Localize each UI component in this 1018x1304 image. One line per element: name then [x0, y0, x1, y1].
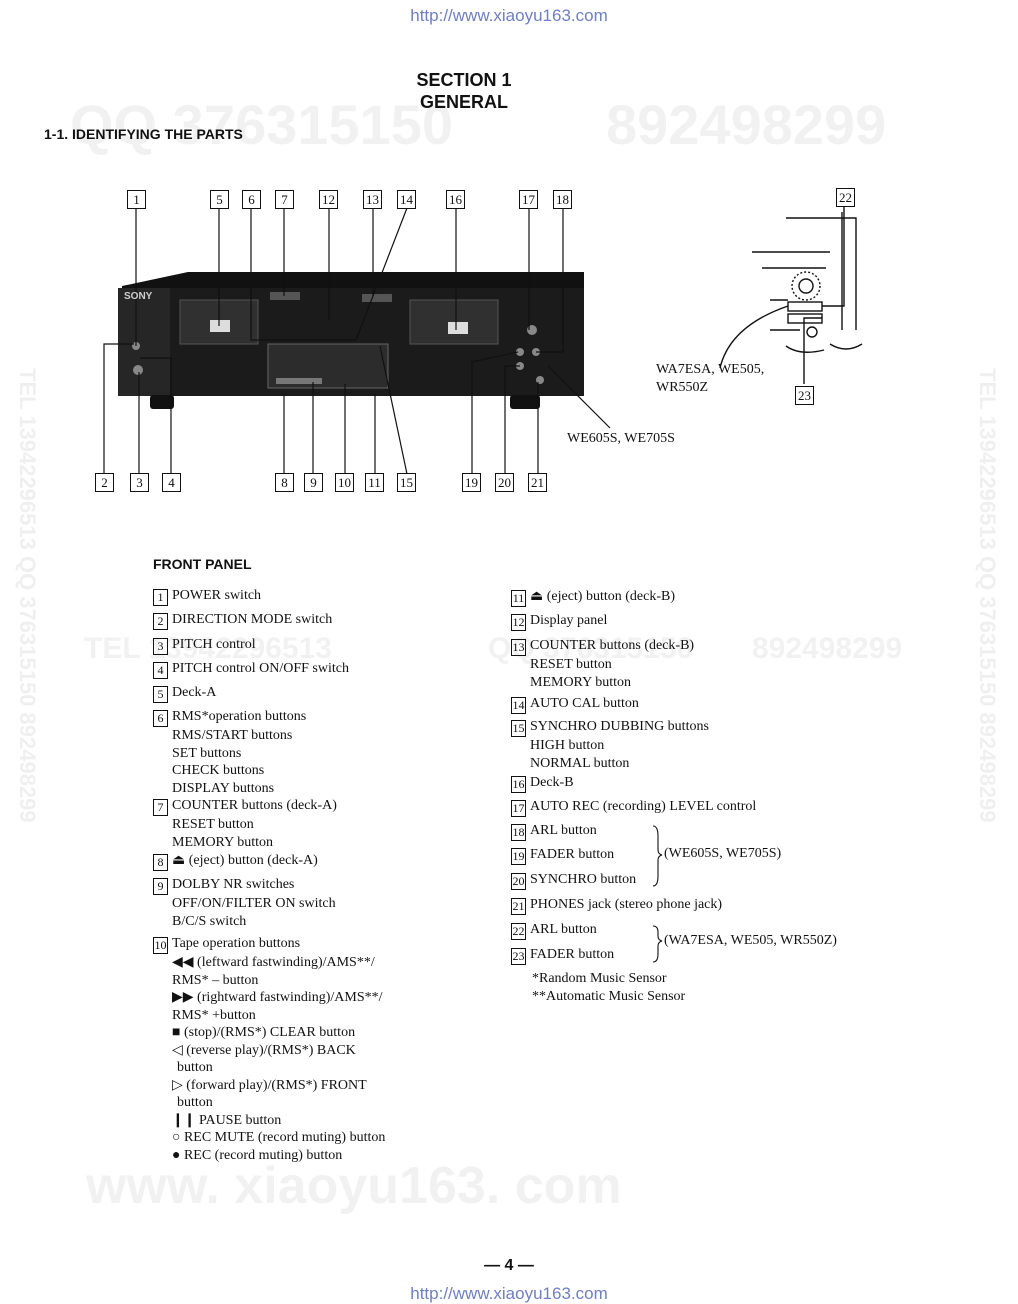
callout-20: 20: [495, 473, 514, 492]
section-number: SECTION 1: [416, 70, 512, 90]
callout-1: 1: [127, 190, 146, 209]
watermark-tel-mid: TEL 13942296513: [84, 632, 332, 665]
label-inset-models-line2: WR550Z: [656, 380, 709, 395]
foot-left: [150, 395, 174, 409]
watermark-num-mid: 892498299: [752, 632, 903, 665]
legend-item-8: 8⏏ (eject) button (deck-A): [153, 852, 318, 871]
callout-22: 22: [836, 188, 855, 207]
footer-url: http://www.xiaoyu163.com: [410, 1284, 608, 1303]
callout-11: 11: [365, 473, 384, 492]
page-number: — 4 —: [484, 1257, 534, 1274]
footnote-ams: **Automatic Music Sensor: [532, 989, 686, 1004]
callout-14: 14: [397, 190, 416, 209]
callout-13: 13: [363, 190, 382, 209]
watermark-qq-mid: QQ 376315150: [488, 632, 694, 665]
footnote-rms: *Random Music Sensor: [532, 971, 667, 986]
brand-logo: SONY: [124, 291, 153, 302]
brace-models-inset: (WA7ESA, WE505, WR550Z): [664, 933, 837, 948]
inset-diagram: [719, 198, 863, 384]
callout-15: 15: [397, 473, 416, 492]
callout-23: 23: [795, 386, 814, 405]
callout-19: 19: [462, 473, 481, 492]
callout-4: 4: [162, 473, 181, 492]
callout-5: 5: [210, 190, 229, 209]
label-front-models: WE605S, WE705S: [567, 431, 675, 446]
callout-9: 9: [304, 473, 323, 492]
callout-6: 6: [242, 190, 261, 209]
label-inset-models-line1: WA7ESA, WE505,: [656, 362, 765, 377]
brace-models-front: (WE605S, WE705S): [664, 846, 782, 861]
callout-21: 21: [528, 473, 547, 492]
watermark-num-top: 892498299: [606, 93, 887, 156]
callout-7: 7: [275, 190, 294, 209]
watermark-site: www. xiaoyu163. com: [86, 1157, 622, 1215]
legend-item-11: 11⏏ (eject) button (deck-B): [511, 589, 676, 607]
callout-3: 3: [130, 473, 149, 492]
callout-17: 17: [519, 190, 538, 209]
section-title: GENERAL: [419, 92, 508, 112]
subsection-title: 1-1. IDENTIFYING THE PARTS: [44, 126, 243, 142]
callout-16: 16: [446, 190, 465, 209]
callout-2: 2: [95, 473, 114, 492]
front-panel-heading: FRONT PANEL: [153, 556, 252, 572]
watermark-qq-top: QQ 376315150: [70, 93, 453, 156]
header-url: http://www.xiaoyu163.com: [410, 6, 608, 25]
callout-12: 12: [319, 190, 338, 209]
foot-right: [510, 395, 540, 409]
model-braces: [652, 825, 663, 963]
callout-18: 18: [553, 190, 572, 209]
callout-8: 8: [275, 473, 294, 492]
front-panel-diagram: [103, 198, 863, 475]
callout-10: 10: [335, 473, 354, 492]
